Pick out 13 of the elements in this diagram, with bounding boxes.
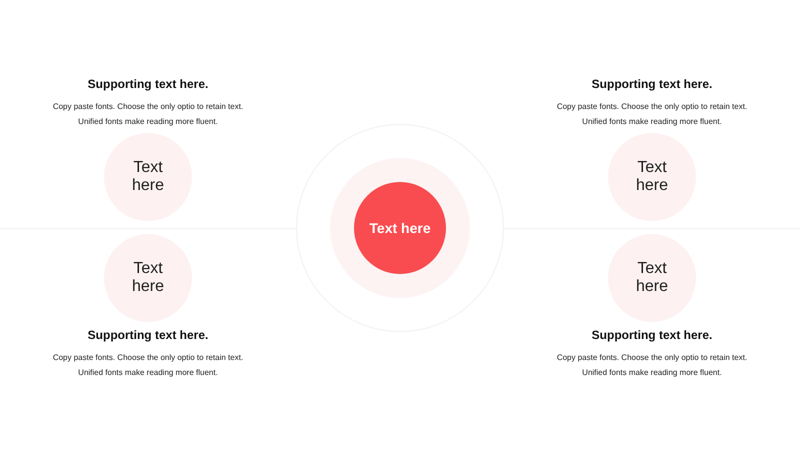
heading: Supporting text here. (592, 328, 712, 343)
body-text: Copy paste fonts. Choose the only optio to retain text. Unified fonts make reading more fluent. (52, 352, 244, 379)
body-text: Copy paste fonts. Choose the only optio to retain text. Unified fonts make reading more fluent. (556, 101, 748, 128)
body-text: Copy paste fonts. Choose the only optio to retain text. Unified fonts make reading more fluent. (556, 352, 748, 379)
topic-label: Text here (634, 260, 670, 296)
body-text: Copy paste fonts. Choose the only optio to retain text. Unified fonts make reading more fluent. (52, 101, 244, 128)
center-label: Text here (369, 220, 431, 236)
heading: Supporting text here. (88, 328, 208, 343)
heading: Supporting text here. (88, 77, 208, 92)
heading: Supporting text here. (592, 77, 712, 92)
topic-label: Text here (634, 159, 670, 195)
topic-label: Text here (130, 260, 166, 296)
topic-label: Text here (130, 159, 166, 195)
